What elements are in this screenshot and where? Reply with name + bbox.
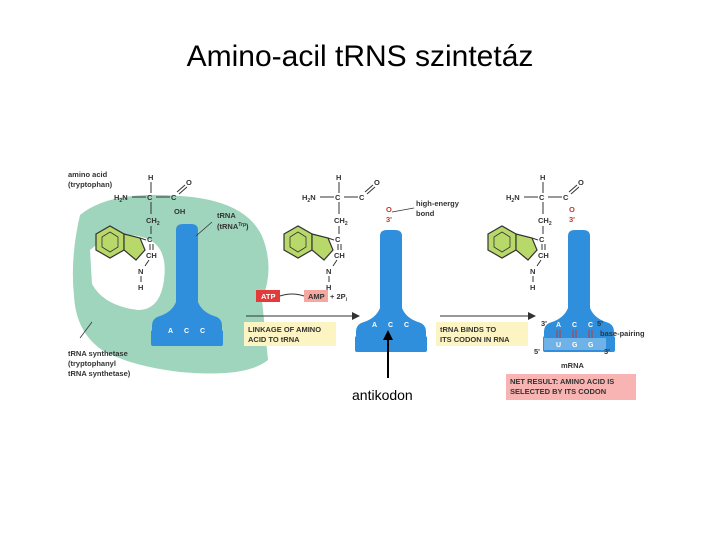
binds-label-1: tRNA BINDS TO bbox=[440, 325, 496, 334]
codon-base: U bbox=[556, 342, 561, 349]
five-prime-mrna-label: 5' bbox=[534, 347, 540, 356]
synthetase-label-2: (tryptophanyl bbox=[68, 359, 116, 368]
base-pairing-lines bbox=[556, 330, 593, 338]
amp-label: AMP bbox=[308, 292, 325, 301]
net-result-label-2: SELECTED BY ITS CODON bbox=[510, 387, 606, 396]
antikodon-arrowhead bbox=[383, 330, 393, 340]
three-prime-label: 3' bbox=[541, 319, 547, 328]
synthetase-label-3: tRNA synthetase) bbox=[68, 369, 131, 378]
mrna-label: mRNA bbox=[561, 361, 585, 370]
ester-oxygen-3: O bbox=[569, 205, 575, 214]
linkage-label-1: LINKAGE OF AMINO bbox=[248, 325, 321, 334]
anticodon-base: C bbox=[184, 328, 189, 335]
antikodon-label: antikodon bbox=[352, 387, 413, 403]
base-pairing-label: base-pairing bbox=[600, 329, 645, 338]
mrna-strand bbox=[544, 338, 606, 350]
anticodon-base: C bbox=[572, 322, 577, 329]
binds-box bbox=[436, 322, 528, 346]
amp-box bbox=[304, 290, 328, 302]
oh-label: OH bbox=[174, 207, 185, 216]
ester-oxygen: O bbox=[386, 205, 392, 214]
anticodon-base: A bbox=[168, 328, 173, 335]
synthetase-label-1: tRNA synthetase bbox=[68, 349, 128, 358]
atp-label: ATP bbox=[261, 292, 275, 301]
anticodon-2: A C C bbox=[372, 322, 409, 329]
anticodon-3: A C C bbox=[556, 322, 593, 329]
anticodon-base: A bbox=[556, 322, 561, 329]
tryptophan-label: (tryptophan) bbox=[68, 180, 113, 189]
slide-title: Amino-acil tRNS szintetáz bbox=[186, 40, 534, 73]
three-prime-end-3: 3' bbox=[569, 215, 575, 224]
anticodon-base: C bbox=[588, 322, 593, 329]
net-result-box bbox=[506, 374, 636, 400]
anticodon-base: A bbox=[372, 322, 377, 329]
amino-acid-structure-2 bbox=[283, 172, 381, 293]
linkage-label-2: ACID TO tRNA bbox=[248, 335, 300, 344]
high-energy-label: high-energy bbox=[416, 199, 460, 208]
binds-label-2: ITS CODON IN RNA bbox=[440, 335, 510, 344]
linkage-box bbox=[244, 322, 336, 346]
binding-arrow bbox=[528, 312, 536, 320]
bond-label: bond bbox=[416, 209, 435, 218]
atp-box bbox=[256, 290, 280, 302]
three-prime-end: 3' bbox=[386, 215, 392, 224]
trna-label: tRNA bbox=[217, 211, 236, 220]
five-prime-label: 5' bbox=[597, 319, 603, 328]
trna-trp-label: (tRNATrp) bbox=[217, 222, 249, 231]
net-result-label-1: NET RESULT: AMINO ACID IS bbox=[510, 377, 614, 386]
panel-codon-binding: tRNA BINDS TO ITS CODON IN RNA O 3' A C … bbox=[436, 172, 645, 400]
atp-arrow bbox=[279, 293, 305, 297]
codon-base: G bbox=[588, 342, 594, 349]
pi-label: + 2Pi bbox=[330, 292, 348, 303]
anticodon-base: C bbox=[200, 328, 205, 335]
linkage-arrow bbox=[352, 312, 360, 320]
anticodon-base: C bbox=[388, 322, 393, 329]
trna-2 bbox=[355, 230, 427, 352]
codon: U G G bbox=[556, 342, 594, 349]
panel-charged-trna: O 3' A C C high-energy bond ATP AMP + 2P… bbox=[244, 172, 460, 403]
anticodon-1: A C C bbox=[168, 328, 205, 335]
codon-base: G bbox=[572, 342, 578, 349]
anticodon-base: C bbox=[404, 322, 409, 329]
panel-enzyme: OH A C C amino acid (tryptophan) tRNA (t… bbox=[68, 170, 269, 378]
amino-acid-label: amino acid bbox=[68, 170, 108, 179]
three-prime-mrna-label: 3' bbox=[604, 347, 610, 356]
